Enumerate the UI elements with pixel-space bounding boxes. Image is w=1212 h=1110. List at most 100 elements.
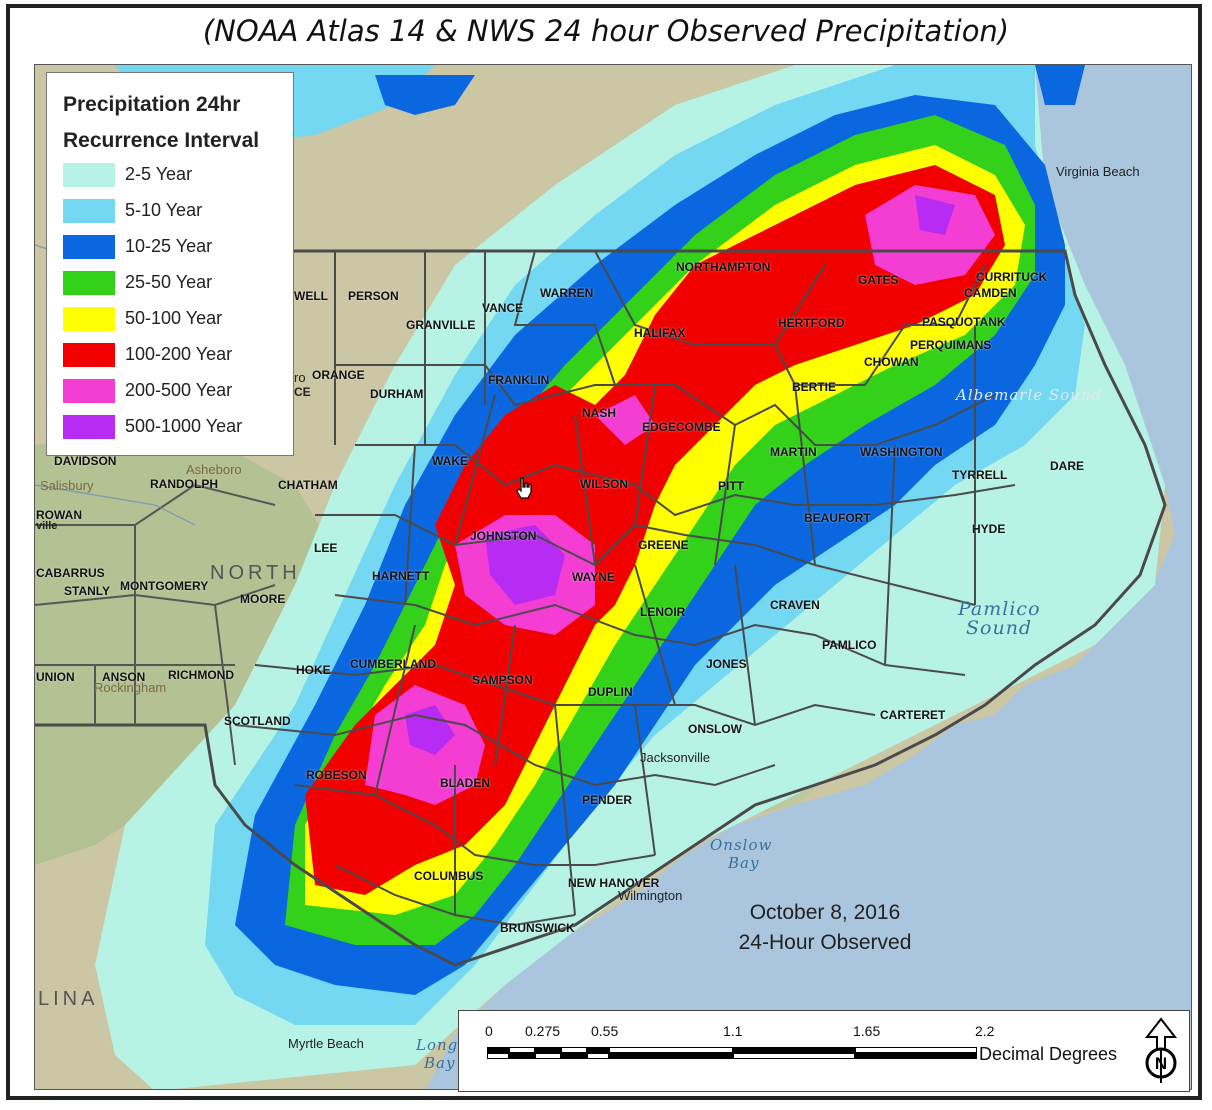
- legend-swatch: [63, 415, 115, 439]
- county-label: BLADEN: [440, 776, 490, 790]
- county-label: ROBESON: [306, 768, 367, 782]
- scale-bar-segment: [561, 1053, 587, 1059]
- scale-bar-segment: [609, 1047, 733, 1053]
- water-long-bay-line1: Long: [416, 1036, 459, 1054]
- legend-swatch: [63, 379, 115, 403]
- county-label: BRUNSWICK: [500, 921, 575, 935]
- state-label-lina: LINA: [38, 988, 99, 1010]
- county-label: ANSON: [102, 670, 146, 684]
- county-label: CAMDEN: [964, 286, 1017, 300]
- legend-title-line2: Recurrence Interval: [63, 129, 260, 152]
- scale-bar-segment: [535, 1053, 561, 1059]
- county-label: NASH: [582, 406, 617, 420]
- legend-label: 500-1000 Year: [125, 416, 243, 436]
- county-label: WAYNE: [572, 570, 615, 584]
- county-label: CABARRUS: [36, 566, 105, 580]
- county-label: DUPLIN: [588, 685, 633, 699]
- place-virginia-beach: Virginia Beach: [1056, 164, 1140, 179]
- place-rockingham: Rockingham: [94, 680, 167, 695]
- county-label: CHOWAN: [864, 355, 919, 369]
- place-myrtle-beach: Myrtle Beach: [288, 1036, 364, 1051]
- county-label: PAMLICO: [822, 638, 877, 652]
- county-label: ORANGE: [312, 368, 365, 382]
- legend-label: 10-25 Year: [125, 236, 213, 256]
- county-label: LENOIR: [640, 605, 686, 619]
- county-label: SAMPSON: [472, 673, 533, 687]
- county-label: JOHNSTON: [470, 529, 537, 543]
- county-label: WAKE: [432, 454, 468, 468]
- county-label: PENDER: [582, 793, 633, 807]
- scale-tick-label: 1.1: [723, 1023, 743, 1039]
- county-label: WILSON: [580, 477, 628, 491]
- county-label: VANCE: [482, 301, 524, 315]
- county-label: NEW HANOVER: [568, 876, 660, 890]
- county-label: WELL: [294, 289, 328, 303]
- forest-tint: [35, 425, 355, 865]
- scale-bar-segment: [609, 1053, 733, 1059]
- place-ville: ville: [36, 520, 58, 532]
- county-label: RICHMOND: [168, 668, 234, 682]
- legend-swatch: [63, 235, 115, 259]
- county-label: NORTHAMPTON: [676, 260, 771, 274]
- map-canvas[interactable]: [34, 64, 1192, 1090]
- county-label: HALIFAX: [634, 326, 686, 340]
- scale-bar-segment: [587, 1053, 609, 1059]
- date-caption: October 8, 2016 24-Hour Observed: [690, 898, 960, 958]
- precipitation-map-graphic: [35, 65, 1191, 1089]
- county-label: CRAVEN: [770, 598, 820, 612]
- scale-bar-segment: [855, 1053, 977, 1059]
- county-label: CHATHAM: [278, 478, 338, 492]
- county-label: ROWAN: [36, 508, 82, 522]
- county-label: DARE: [1050, 459, 1085, 473]
- water-pamlico-line2: Sound: [966, 617, 1033, 639]
- north-letter: N: [1155, 1054, 1167, 1073]
- state-label-north: NORTH: [210, 562, 301, 584]
- water-albemarle-sound: Albemarle Sound: [956, 386, 1103, 404]
- west-county-borders: [35, 483, 276, 766]
- legend-swatch: [63, 199, 115, 223]
- legend-title-line1: Precipitation 24hr: [63, 93, 241, 116]
- county-label: GATES: [858, 273, 899, 287]
- legend-label: 25-50 Year: [125, 272, 213, 292]
- county-label: PASQUOTANK: [922, 315, 1006, 329]
- legend-swatch: [63, 271, 115, 295]
- county-label: WARREN: [540, 286, 594, 300]
- water-onslow-line2: Bay: [728, 854, 760, 872]
- map-title: (NOAA Atlas 14 & NWS 24 hour Observed Pr…: [202, 14, 1010, 48]
- county-label: CARTERET: [880, 708, 946, 722]
- legend-swatch: [63, 307, 115, 331]
- county-label: JONES: [706, 657, 747, 671]
- county-label: WASHINGTON: [860, 445, 943, 459]
- legend-label: 5-10 Year: [125, 200, 203, 220]
- place-ro: ro: [294, 370, 306, 385]
- hand-cursor-icon: [516, 477, 532, 499]
- county-borders: [234, 250, 1016, 927]
- legend-label: 50-100 Year: [125, 308, 223, 328]
- place-wilmington: Wilmington: [618, 888, 683, 903]
- scale-bar-segment: [487, 1053, 509, 1059]
- county-label: MARTIN: [770, 445, 817, 459]
- scale-bar-segment: [509, 1053, 535, 1059]
- county-label: BERTIE: [792, 380, 837, 394]
- county-label: LEE: [314, 541, 338, 555]
- scale-tick-label: 0: [485, 1023, 493, 1039]
- scale-tick-label: 2.2: [975, 1023, 995, 1039]
- county-label: EDGECOMBE: [642, 420, 721, 434]
- water-onslow-line1: Onslow: [710, 836, 773, 854]
- scale-bar-segment: [509, 1047, 535, 1053]
- county-label: HARNETT: [372, 569, 430, 583]
- north-arrow-icon: N: [1144, 1017, 1178, 1083]
- county-label: CUMBERLAND: [350, 657, 436, 671]
- county-label: TYRRELL: [952, 468, 1008, 482]
- place-salisbury: Salisbury: [40, 478, 94, 493]
- scale-tick-label: 0.275: [525, 1023, 561, 1039]
- scale-bar-segment: [487, 1047, 509, 1053]
- scale-tick-label: 0.55: [591, 1023, 619, 1039]
- county-label: FRANKLIN: [488, 373, 550, 387]
- scale-tick-label: 1.65: [853, 1023, 881, 1039]
- county-label: MONTGOMERY: [120, 579, 209, 593]
- legend-swatch: [63, 163, 115, 187]
- county-label: PITT: [718, 479, 744, 493]
- legend-swatch: [63, 343, 115, 367]
- county-label: UNION: [36, 670, 75, 684]
